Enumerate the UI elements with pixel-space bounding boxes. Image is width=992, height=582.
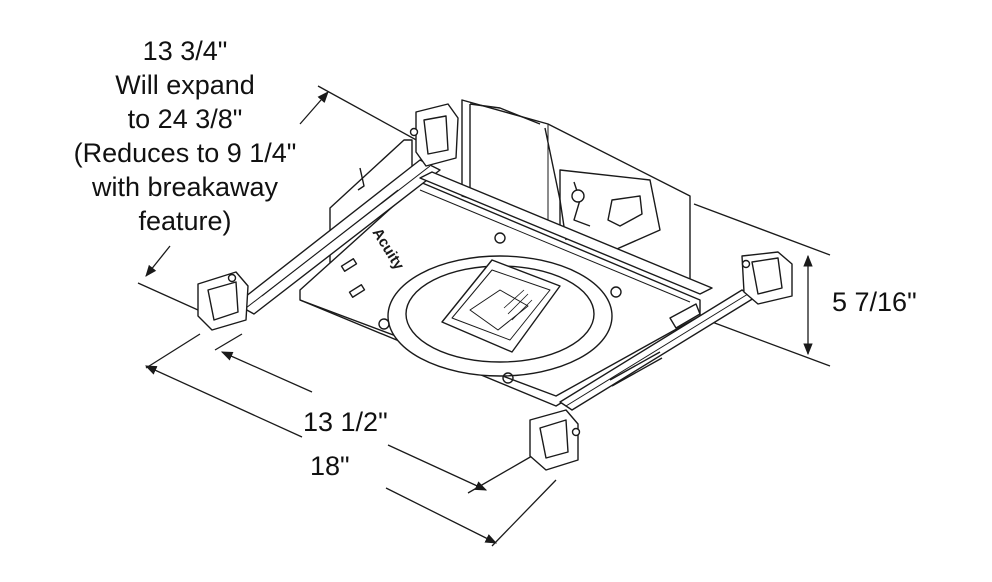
width-line-1: 13 3/4" bbox=[142, 36, 228, 66]
width-line-5: with breakaway bbox=[91, 172, 279, 202]
width-line-4: (Reduces to 9 1/4" bbox=[73, 138, 297, 168]
bar-hanger-clip-front bbox=[529, 409, 581, 471]
bar-hanger-clip-left bbox=[197, 271, 249, 331]
width-extension-top bbox=[317, 85, 421, 143]
inner-extension-right bbox=[467, 455, 533, 494]
width-line-2: Will expand bbox=[115, 70, 255, 100]
dimension-lines bbox=[137, 85, 831, 547]
mounting-rail-rear bbox=[419, 171, 713, 295]
height-extension-bottom bbox=[711, 321, 831, 367]
bar-hanger-clip-right bbox=[741, 251, 793, 305]
inner-dim-line-left bbox=[220, 351, 313, 393]
width-line-3: to 24 3/8" bbox=[127, 104, 243, 134]
outer-dim-line-left bbox=[144, 365, 303, 438]
outer-extension-left bbox=[145, 333, 201, 369]
width-dim-line-lower bbox=[145, 245, 171, 277]
outer-dim-line-right bbox=[385, 487, 498, 544]
width-extension-bottom bbox=[137, 282, 199, 311]
height-dimension-label: 5 7/16" bbox=[832, 287, 917, 317]
inner-dim-line-right bbox=[387, 444, 488, 491]
height-extension-top bbox=[693, 203, 831, 256]
outer-length-dimension-label: 18" bbox=[310, 451, 350, 481]
width-dim-line-upper bbox=[299, 91, 329, 125]
width-dimension-label: 13 3/4" Will expand to 24 3/8" (Reduces … bbox=[40, 34, 330, 238]
inner-length-dimension-label: 13 1/2" bbox=[303, 407, 388, 437]
fixture-housing bbox=[197, 99, 793, 471]
bar-hanger-clip-rear bbox=[409, 103, 459, 167]
inner-extension-left bbox=[214, 333, 243, 351]
outer-extension-right bbox=[491, 479, 557, 547]
width-line-6: feature) bbox=[138, 206, 232, 236]
